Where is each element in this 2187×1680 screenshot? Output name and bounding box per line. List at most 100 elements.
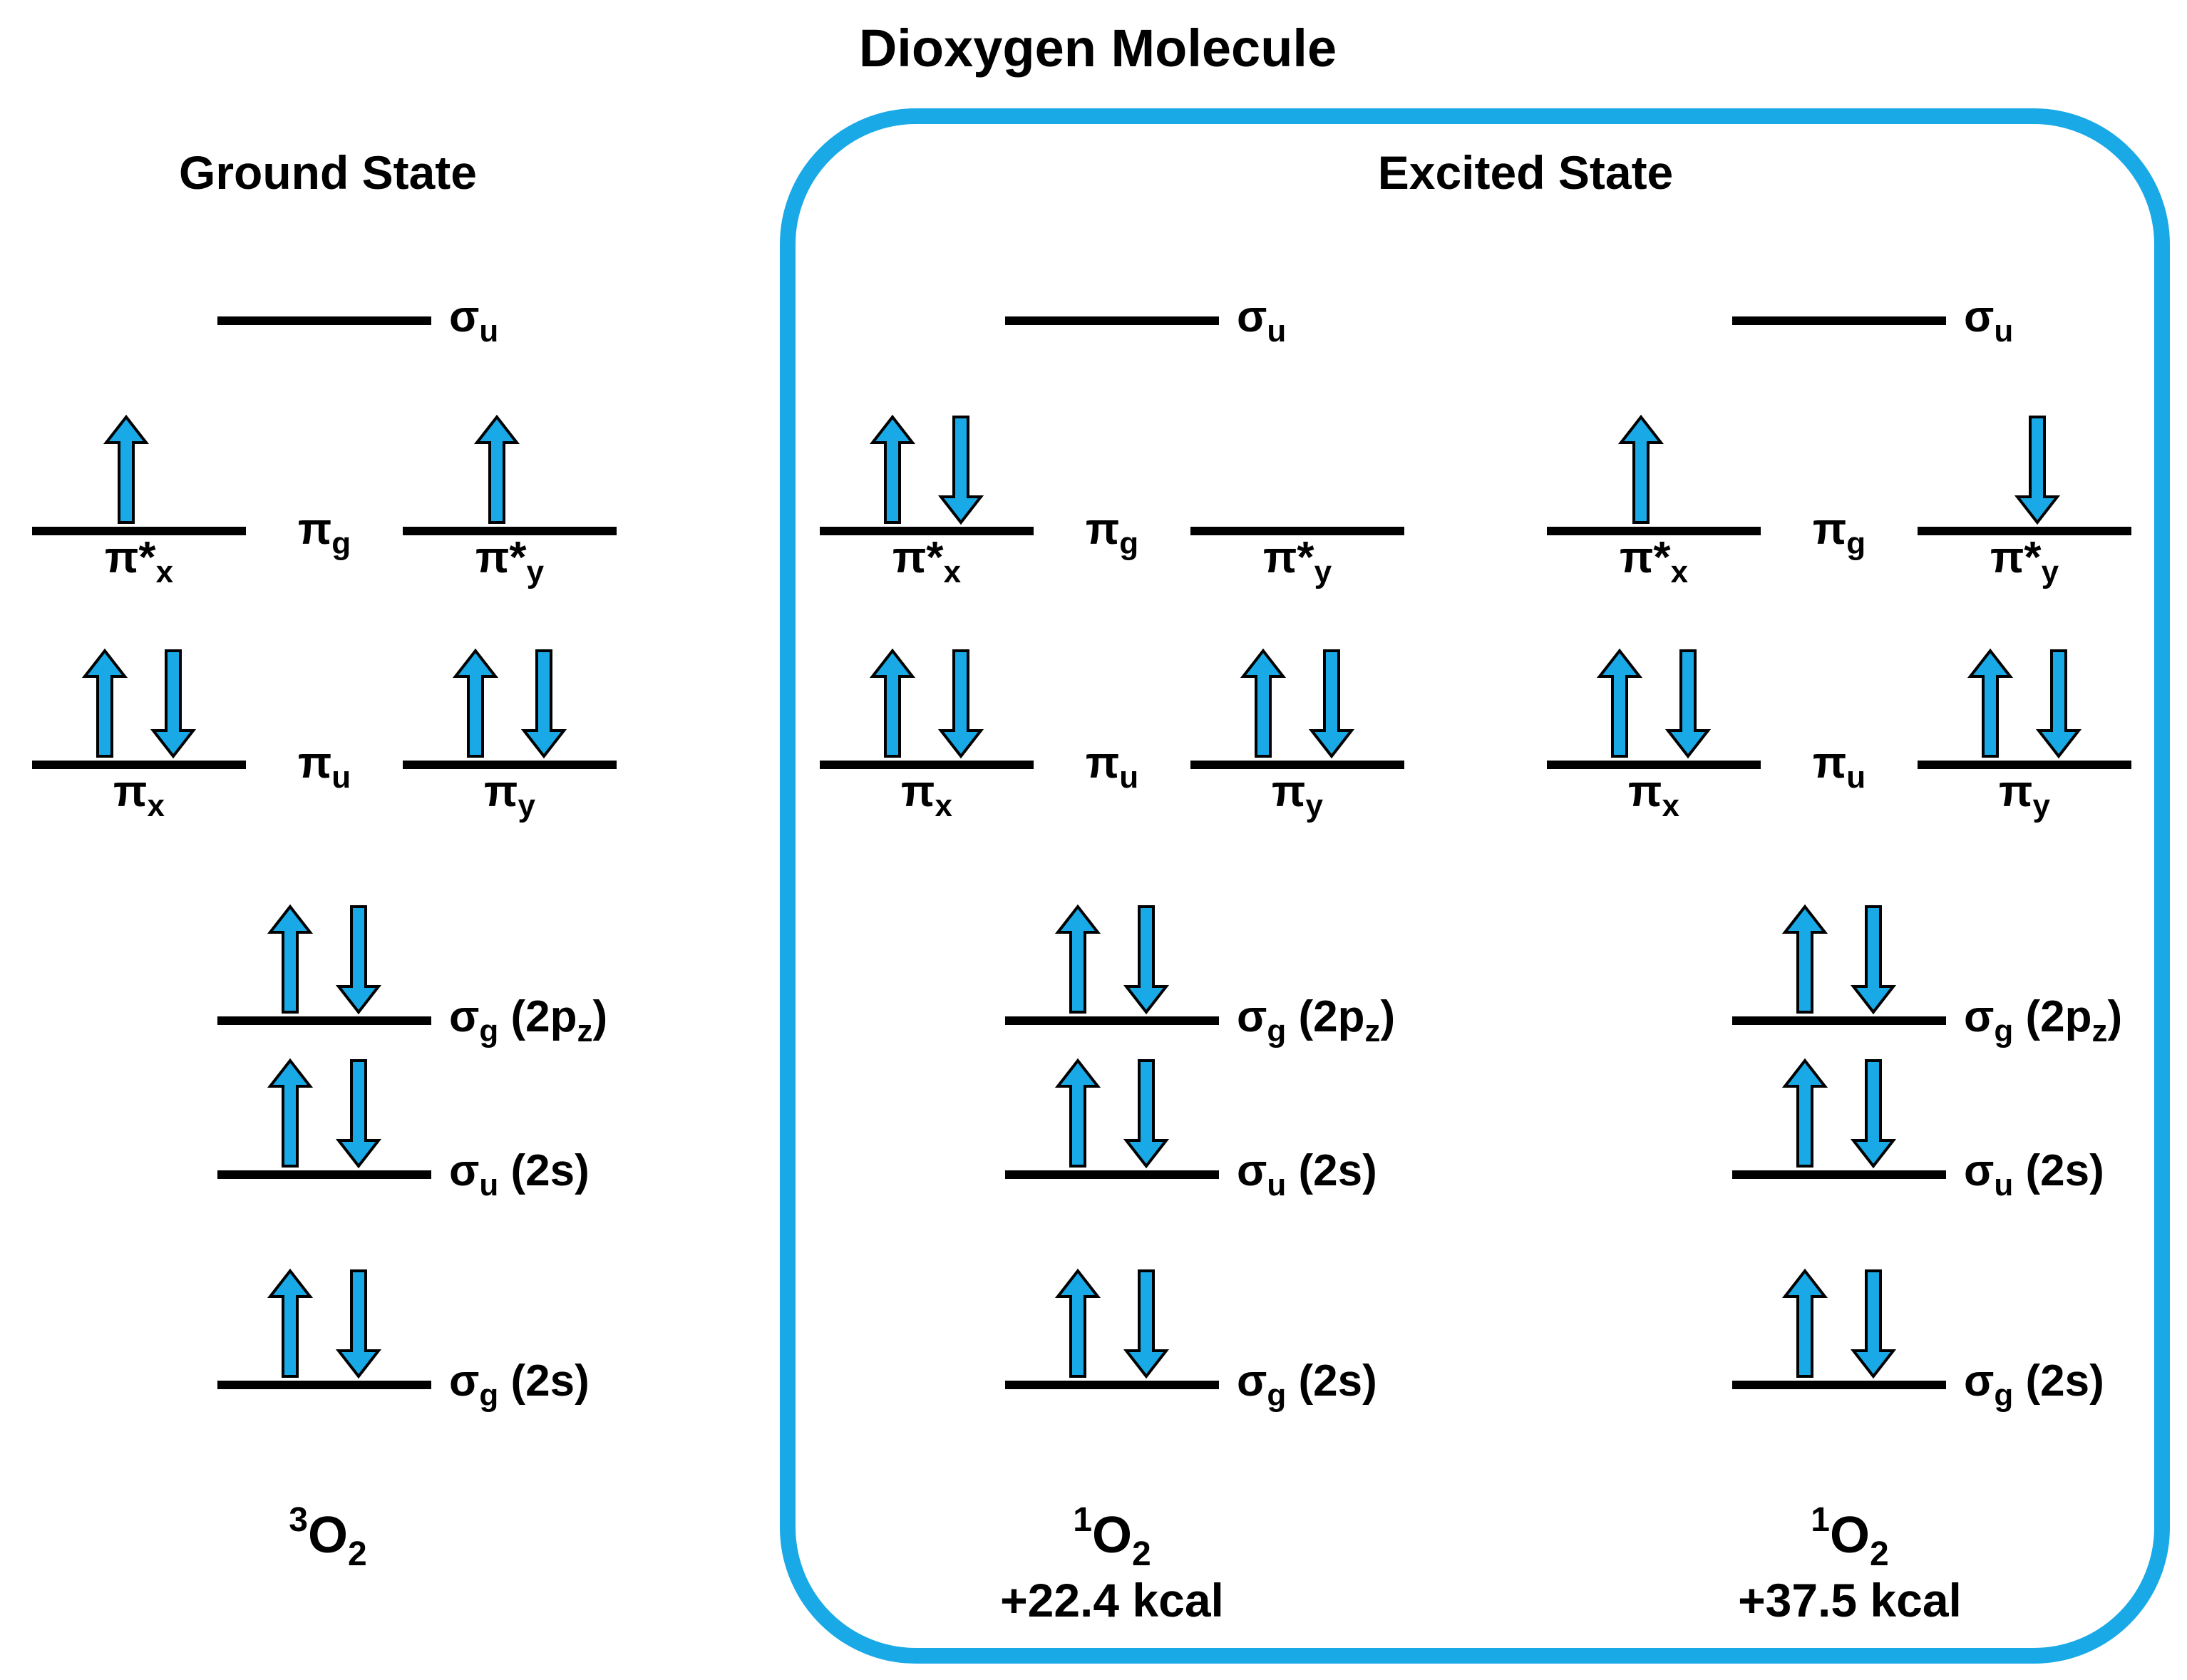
panel-2-pi-star-x-electron-up-arrow [1617,414,1664,524]
orbital-subscript: x [1671,555,1689,589]
species-label-excited-2: 1O2 [1811,1501,1888,1573]
orbital-suffix: (2p [498,992,577,1041]
panel-1-pi-star-x-electron-down-arrow [937,416,984,525]
species-sup: 1 [1811,1501,1830,1539]
panel-1-pi-star-x-electron-up-arrow [869,414,916,524]
panel-0-sigma-g-2pz-electron-up-arrow [267,904,314,1014]
panel-0-sigma-u-2s-label: σu (2s) [449,1146,590,1202]
orbital-symbol: σ [449,1356,479,1406]
panel-1-pi-y-electron-up-arrow [1240,648,1287,758]
orbital-symbol: π* [1263,533,1314,582]
panel-0-pi-x-electron-down-arrow [150,649,197,759]
orbital-suffix: (2p [1286,992,1364,1041]
panel-1-pi-y-electron-down-arrow [1308,649,1355,759]
orbital-subscript: u [1994,1168,2013,1202]
panel-2-pi-g-label: πg [1813,505,1866,561]
orbital-symbol: π [1628,767,1662,816]
species-sub: 2 [1132,1535,1151,1573]
orbital-suffix: (2s) [2013,1356,2104,1406]
panel-0-pi-g-label: πg [298,505,351,561]
orbital-subscript: u [479,1168,498,1202]
orbital-suffix-subscript: z [2092,1014,2108,1048]
orbital-suffix: (2s) [1286,1356,1376,1406]
orbital-subscript: u [331,760,351,795]
panel-2-pi-star-x-label: π*x [1620,533,1689,589]
orbital-symbol: π [113,767,147,816]
orbital-subscript: g [1994,1378,2013,1413]
orbital-symbol: π* [1990,533,2042,582]
species-sup: 1 [1073,1501,1092,1539]
orbital-symbol: π [1999,767,2032,816]
panel-1-sigma-u-star-label: σu [1237,292,1286,349]
panel-2-sigma-g-2pz-electron-up-arrow [1781,904,1828,1014]
species-base: O [1092,1507,1132,1564]
panel-1-pi-u-label: πu [1086,738,1138,795]
panel-0-pi-x-label: πx [113,767,165,823]
orbital-suffix: (2s) [1286,1146,1376,1195]
orbital-subscript: x [1662,788,1679,823]
panel-2-pi-x-electron-up-arrow [1596,648,1643,758]
orbital-symbol: π* [892,533,944,582]
orbital-subscript: u [1119,760,1138,795]
orbital-subscript: x [156,555,174,589]
panel-1-pi-y-label: πy [1272,767,1323,823]
panel-0-pi-y-electron-up-arrow [452,648,499,758]
orbital-symbol: π [901,767,935,816]
orbital-subscript: y [1305,788,1323,823]
species-base: O [1830,1507,1870,1564]
orbital-subscript: u [1846,760,1866,795]
panel-1-pi-g-label: πg [1086,505,1138,561]
orbital-symbol: σ [1237,1146,1267,1195]
orbital-symbol: σ [1237,292,1267,341]
panel-1-sigma-g-2pz-electron-up-arrow [1054,904,1101,1014]
orbital-symbol: σ [1964,1146,1994,1195]
panel-0-pi-y-label: πy [484,767,535,823]
orbital-subscript: x [935,788,952,823]
orbital-symbol: π [1086,505,1119,554]
orbital-symbol: π [298,738,331,788]
orbital-symbol: π [1813,505,1846,554]
excited-state-heading: Excited State [1378,146,1674,199]
panel-2-sigma-u-2s-label: σu (2s) [1964,1146,2104,1202]
orbital-subscript: u [1994,314,2013,349]
panel-0-pi-star-y-label: π*y [475,533,545,589]
orbital-symbol: σ [1237,992,1267,1041]
orbital-subscript: g [479,1014,498,1048]
excited-state-frame [780,108,2170,1664]
panel-2-pi-y-electron-up-arrow [1967,648,2014,758]
panel-1-sigma-u-2s-electron-up-arrow [1054,1058,1101,1168]
orbital-subscript: x [944,555,962,589]
panel-2-sigma-u-2s-electron-up-arrow [1781,1058,1828,1168]
panel-0-pi-y-electron-down-arrow [520,649,567,759]
species-sup: 3 [289,1501,308,1539]
panel-2-pi-star-y-label: π*y [1990,533,2059,589]
orbital-subscript: y [2042,555,2059,589]
panel-2-sigma-u-star-label: σu [1964,292,2013,349]
orbital-suffix-subscript: z [1365,1014,1381,1048]
orbital-symbol: σ [449,292,479,341]
panel-1-pi-star-x-label: π*x [892,533,962,589]
panel-0-sigma-g-2s-electron-up-arrow [267,1268,314,1378]
orbital-symbol: π* [1620,533,1671,582]
panel-0-sigma-g-2pz-label: σg (2pz) [449,992,607,1048]
orbital-suffix: (2s) [2013,1146,2104,1195]
panel-0-pi-star-x-label: π*x [105,533,174,589]
orbital-symbol: σ [1964,1356,1994,1406]
orbital-suffix-subscript: z [577,1014,593,1048]
orbital-suffix: (2s) [498,1356,589,1406]
panel-2-pi-y-electron-down-arrow [2035,649,2082,759]
panel-0-sigma-u-2s-electron-up-arrow [267,1058,314,1168]
panel-2-pi-y-label: πy [1999,767,2050,823]
panel-2-sigma-g-2s-label: σg (2s) [1964,1356,2104,1413]
orbital-subscript: g [1846,526,1866,561]
orbital-symbol: π [484,767,518,816]
panel-0-sigma-u-star-label: σu [449,292,498,349]
panel-1-pi-x-label: πx [901,767,952,823]
panel-1-pi-x-electron-down-arrow [937,649,984,759]
orbital-subscript: y [2032,788,2050,823]
panel-0-pi-star-x-electron-up-arrow [103,414,150,524]
orbital-symbol: σ [1964,992,1994,1041]
panel-1-sigma-u-2s-label: σu (2s) [1237,1146,1377,1202]
panel-1-sigma-g-2s-label: σg (2s) [1237,1356,1377,1413]
species-sub: 2 [348,1535,367,1573]
